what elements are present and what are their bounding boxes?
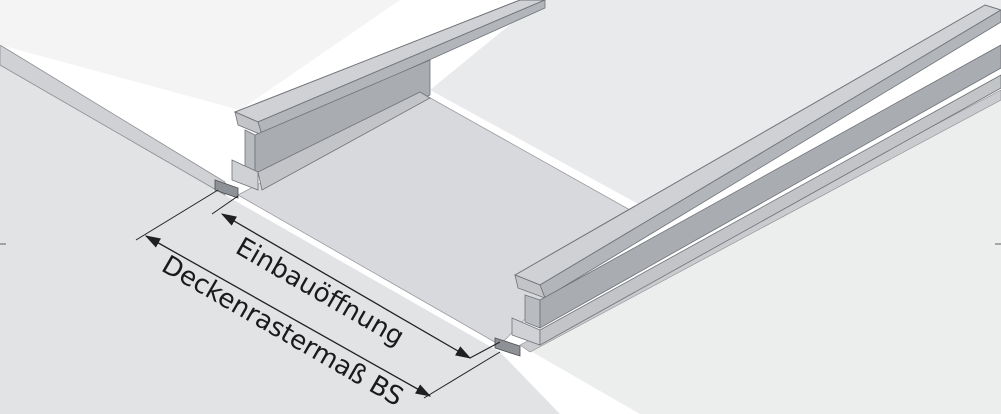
- ceiling-panel-top-left: [0, 0, 400, 110]
- dimension-grid: [135, 189, 501, 399]
- t-rail-rear: [214, 0, 546, 199]
- ceiling-panel-left-edge: [0, 44, 226, 196]
- ceiling-panel-top-center: [430, 0, 1001, 205]
- t-rail-front: [494, 4, 1001, 357]
- ceiling-panel-right: [520, 90, 1001, 414]
